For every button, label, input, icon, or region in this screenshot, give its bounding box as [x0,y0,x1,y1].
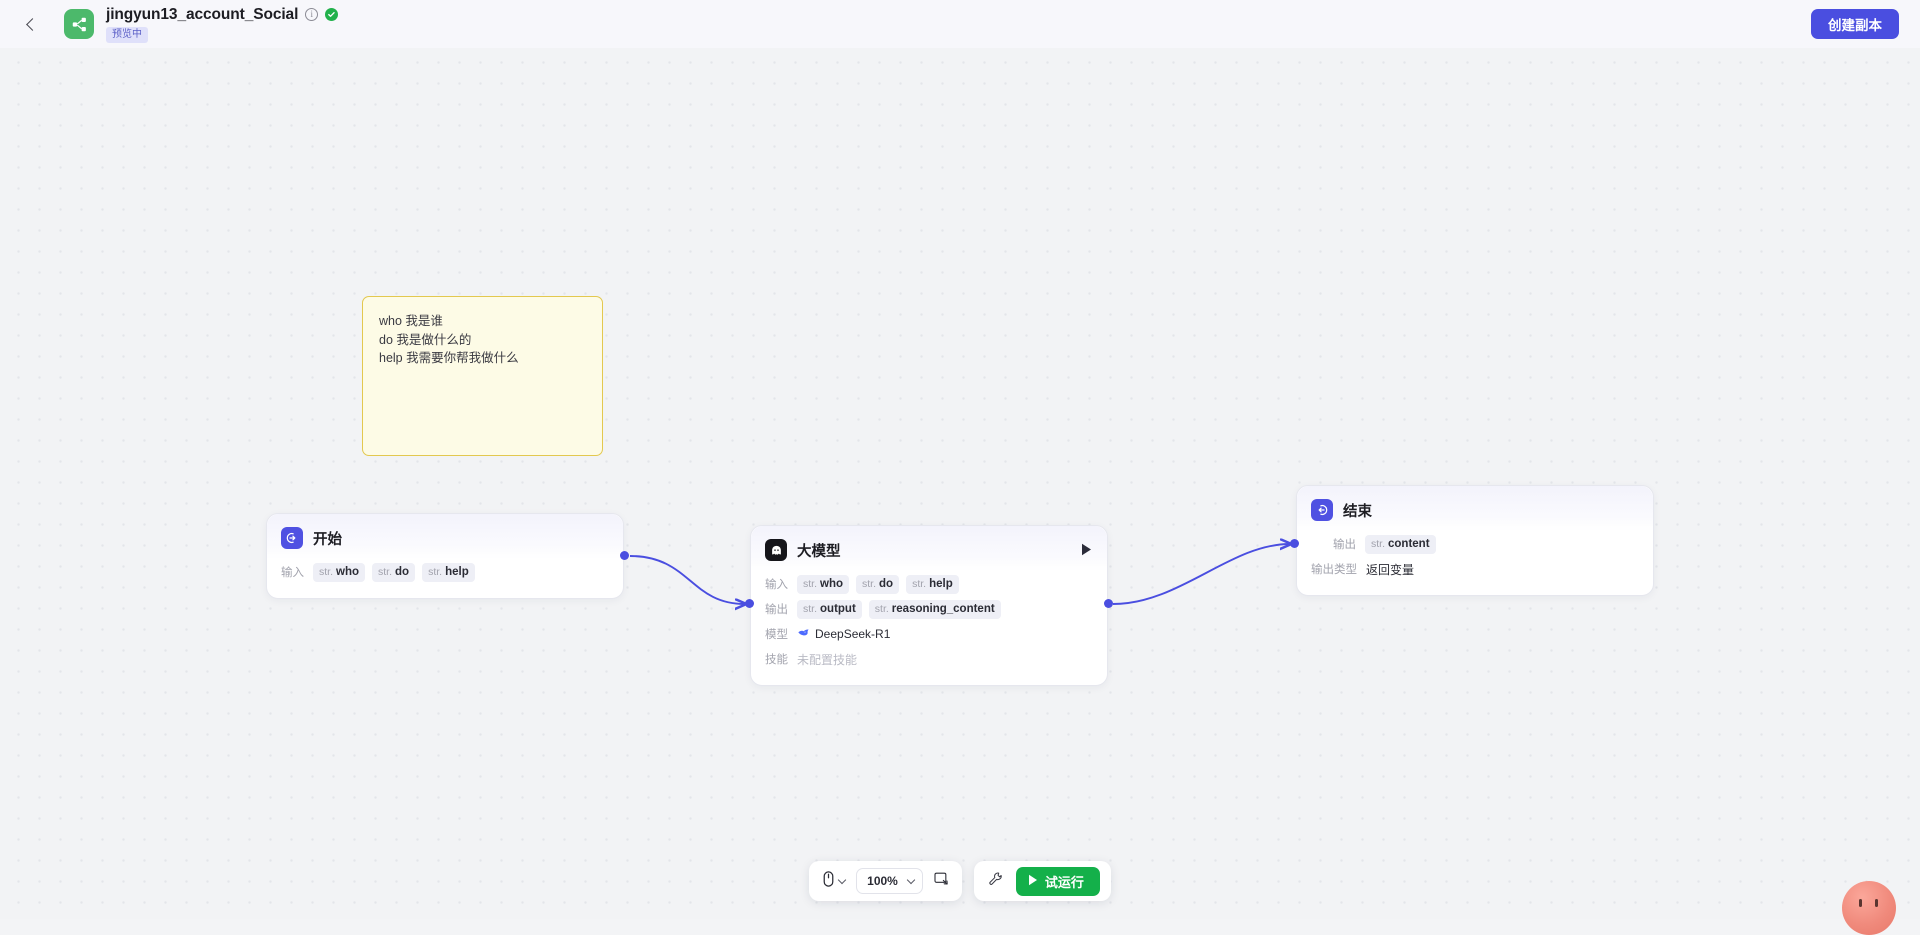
node-llm-input-chips: str.who str.do str.help [797,575,959,594]
port-llm-input[interactable] [745,599,754,608]
node-llm-input-row: 输入 str.who str.do str.help [765,573,1093,595]
node-start-input-chips: str.who str.do str.help [313,563,475,582]
node-llm-model-value-wrap: DeepSeek-R1 [797,626,890,642]
mascot-eye-left [1859,899,1862,907]
back-button[interactable] [16,0,46,48]
page-title: jingyun13_account_Social [106,6,298,24]
node-start-input-label: 输入 [281,564,304,580]
top-bar: jingyun13_account_Social i 预览中 创建副本 [0,0,1920,48]
chip-llm-input-who: str.who [797,575,849,594]
view-controls-group: 100% [809,861,962,901]
chevron-down-icon [907,876,915,884]
node-llm-title: 大模型 [797,540,841,561]
chip-end-output-content: str.content [1365,535,1436,554]
node-llm-model-value: DeepSeek-R1 [815,627,890,641]
llm-node-icon [765,539,787,561]
title-block: jingyun13_account_Social i 预览中 [106,6,338,43]
node-llm-output-label: 输出 [765,601,788,617]
share-nodes-icon [64,9,94,39]
node-llm-skill-value: 未配置技能 [797,651,857,668]
share-nodes-glyph [71,16,88,33]
node-end-output-row: 输出 str.content [1333,533,1639,555]
node-start-input-row: 输入 str.who str.do str.help [281,561,609,583]
node-end-header: 结束 [1297,486,1653,531]
note-line-1: who 我是谁 [379,312,586,331]
info-circle-icon[interactable]: i [305,8,318,21]
mascot-eye-right [1875,899,1878,907]
node-start[interactable]: 开始 输入 str.who str.do str.help [266,513,624,599]
node-llm-output-chips: str.output str.reasoning_content [797,600,1001,619]
chevron-left-icon [26,18,39,31]
node-end-output-chips: str.content [1365,535,1436,554]
start-node-icon [281,527,303,549]
node-llm-header: 大模型 [751,526,1107,571]
node-llm-skill-row: 技能 未配置技能 [765,648,1093,670]
sticky-note[interactable]: who 我是谁 do 我是做什么的 help 我需要你帮我做什么 [362,296,603,456]
create-copy-button[interactable]: 创建副本 [1811,9,1899,39]
node-llm-skill-label: 技能 [765,651,788,667]
wrench-button[interactable] [985,871,1007,892]
chip-input-help: str.help [422,563,475,582]
node-start-title: 开始 [313,528,342,549]
note-line-2: do 我是做什么的 [379,331,586,350]
fit-view-icon [934,871,949,891]
mouse-pointer-icon [822,871,835,892]
port-end-input[interactable] [1290,539,1299,548]
node-llm[interactable]: 大模型 输入 str.who str.do str.help 输出 str.ou… [750,525,1108,686]
assistant-mascot[interactable] [1842,881,1896,935]
note-line-3: help 我需要你帮我做什么 [379,349,586,368]
node-end-output-type-row: 输出类型 返回变量 [1311,558,1639,580]
chip-input-who: str.who [313,563,365,582]
title-row: jingyun13_account_Social i [106,6,338,24]
test-run-button[interactable]: 试运行 [1016,867,1100,896]
node-llm-output-row: 输出 str.output str.reasoning_content [765,598,1093,620]
play-icon [1028,874,1038,889]
status-badge: 预览中 [106,27,148,43]
end-node-icon [1311,499,1333,521]
node-end[interactable]: 结束 输出 str.content 输出类型 返回变量 [1296,485,1654,596]
node-llm-model-label: 模型 [765,626,788,642]
zoom-level-value: 100% [867,874,898,888]
chevron-down-icon [838,876,846,884]
node-end-body: 输出 str.content 输出类型 返回变量 [1297,531,1653,595]
cursor-mode-button[interactable] [820,867,847,895]
chip-llm-output-reasoning: str.reasoning_content [869,600,1001,619]
node-end-output-label: 输出 [1333,536,1356,552]
node-llm-body: 输入 str.who str.do str.help 输出 str.output… [751,571,1107,685]
check-circle-icon [325,8,338,21]
node-end-title: 结束 [1343,500,1372,521]
node-end-output-type-label: 输出类型 [1311,561,1357,577]
chip-llm-input-do: str.do [856,575,899,594]
node-start-body: 输入 str.who str.do str.help [267,559,623,598]
port-llm-output[interactable] [1104,599,1113,608]
bottom-toolbar: 100% 试运行 [0,861,1920,901]
node-llm-run-icon[interactable] [1079,542,1093,556]
chip-llm-input-help: str.help [906,575,959,594]
wrench-icon [988,871,1004,892]
node-start-header: 开始 [267,514,623,559]
run-controls-group: 试运行 [974,861,1111,901]
deepseek-whale-icon [797,626,810,642]
fit-view-button[interactable] [932,867,951,895]
test-run-label: 试运行 [1045,872,1084,891]
zoom-select[interactable]: 100% [856,868,923,894]
port-start-output[interactable] [620,551,629,560]
node-llm-input-label: 输入 [765,576,788,592]
chip-llm-output-output: str.output [797,600,862,619]
chip-input-do: str.do [372,563,415,582]
node-llm-model-row: 模型 DeepSeek-R1 [765,623,1093,645]
node-end-output-type-value: 返回变量 [1366,561,1414,578]
